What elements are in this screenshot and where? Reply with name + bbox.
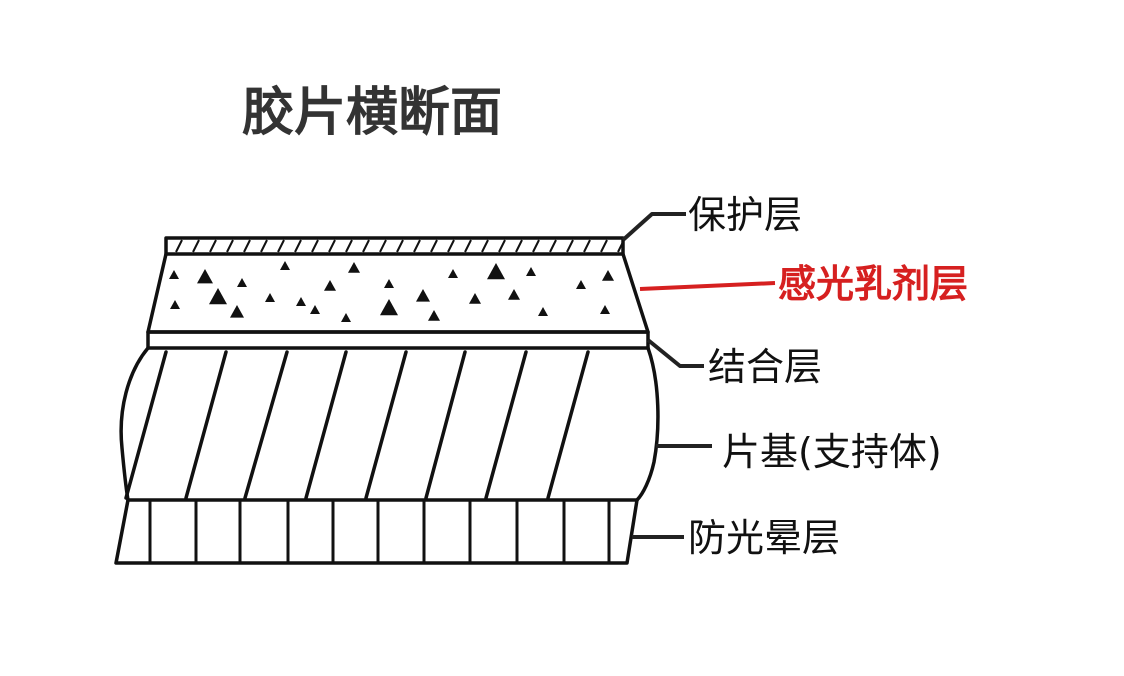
film-base-stripe xyxy=(184,350,228,500)
protective-layer xyxy=(164,236,625,256)
protective-leader-line xyxy=(621,212,686,242)
emulsion-grain xyxy=(487,263,505,280)
hatch-mark xyxy=(481,239,489,253)
emulsion-layer xyxy=(146,252,650,334)
hatch-mark xyxy=(243,239,251,253)
antihalation-layer-label: 防光晕层 xyxy=(688,516,840,560)
film-base-stripe xyxy=(484,350,528,500)
hatch-mark xyxy=(362,239,370,253)
protective-layer-hatching xyxy=(175,239,625,253)
hatch-mark xyxy=(294,239,302,253)
emulsion-grain xyxy=(296,297,306,306)
hatch-mark xyxy=(328,239,336,253)
hatch-mark xyxy=(447,239,455,253)
emulsion-grain xyxy=(600,305,610,314)
film-base-stripe xyxy=(546,350,590,500)
emulsion-grain xyxy=(348,262,360,273)
emulsion-grain xyxy=(265,293,275,302)
film-base-stripe xyxy=(243,350,289,500)
emulsion-grain xyxy=(538,307,548,316)
film-base-stripes xyxy=(124,350,590,500)
emulsion-grain xyxy=(380,299,398,316)
emulsion-grain xyxy=(280,261,290,270)
emulsion-leader-line xyxy=(639,281,776,291)
emulsion-grain xyxy=(209,288,227,305)
antihalation-dividers xyxy=(148,500,611,563)
hatch-mark xyxy=(617,239,625,253)
hatch-mark xyxy=(549,239,557,253)
film-base-stripe xyxy=(424,350,467,500)
film-base-stripe xyxy=(124,350,168,500)
emulsion-layer-label: 感光乳剂层 xyxy=(778,262,968,306)
hatch-mark xyxy=(311,239,319,253)
hatch-mark xyxy=(379,239,387,253)
emulsion-grains xyxy=(169,261,614,322)
emulsion-grain xyxy=(324,280,336,291)
antihalation-layer xyxy=(114,498,639,565)
emulsion-grain xyxy=(170,300,180,309)
hatch-mark xyxy=(515,239,523,253)
emulsion-grain xyxy=(230,305,244,318)
binding-leader-line xyxy=(646,338,704,368)
protective-layer-label: 保护层 xyxy=(688,193,802,237)
emulsion-grain xyxy=(310,305,320,314)
emulsion-grain xyxy=(384,279,394,288)
hatch-mark xyxy=(464,239,472,253)
emulsion-grain xyxy=(341,313,351,322)
hatch-mark xyxy=(566,239,574,253)
hatch-mark xyxy=(413,239,421,253)
hatch-mark xyxy=(498,239,506,253)
emulsion-grain xyxy=(237,278,247,287)
emulsion-grain xyxy=(197,269,213,284)
hatch-mark xyxy=(345,239,353,253)
emulsion-grain xyxy=(169,270,179,279)
hatch-mark xyxy=(192,239,200,253)
hatch-mark xyxy=(175,239,183,253)
hatch-mark xyxy=(260,239,268,253)
binding-layer xyxy=(146,330,650,350)
film-base-stripe xyxy=(364,350,408,500)
emulsion-grain xyxy=(602,270,614,281)
film-base-layer xyxy=(119,346,660,502)
emulsion-grain xyxy=(428,310,440,321)
emulsion-grain xyxy=(448,269,458,278)
hatch-mark xyxy=(209,239,217,253)
hatch-mark xyxy=(430,239,438,253)
hatch-mark xyxy=(583,239,591,253)
hatch-mark xyxy=(600,239,608,253)
emulsion-grain xyxy=(508,289,520,300)
binding-layer-label: 结合层 xyxy=(708,345,822,389)
emulsion-grain xyxy=(469,293,481,304)
diagram-title: 胶片横断面 xyxy=(242,83,502,143)
film-base-label: 片基(支持体) xyxy=(722,430,942,474)
hatch-mark xyxy=(396,239,404,253)
emulsion-grain xyxy=(576,280,586,289)
film-base-stripe xyxy=(304,350,348,500)
emulsion-grain xyxy=(416,289,430,302)
hatch-mark xyxy=(532,239,540,253)
hatch-mark xyxy=(226,239,234,253)
emulsion-grain xyxy=(526,267,536,276)
hatch-mark xyxy=(277,239,285,253)
